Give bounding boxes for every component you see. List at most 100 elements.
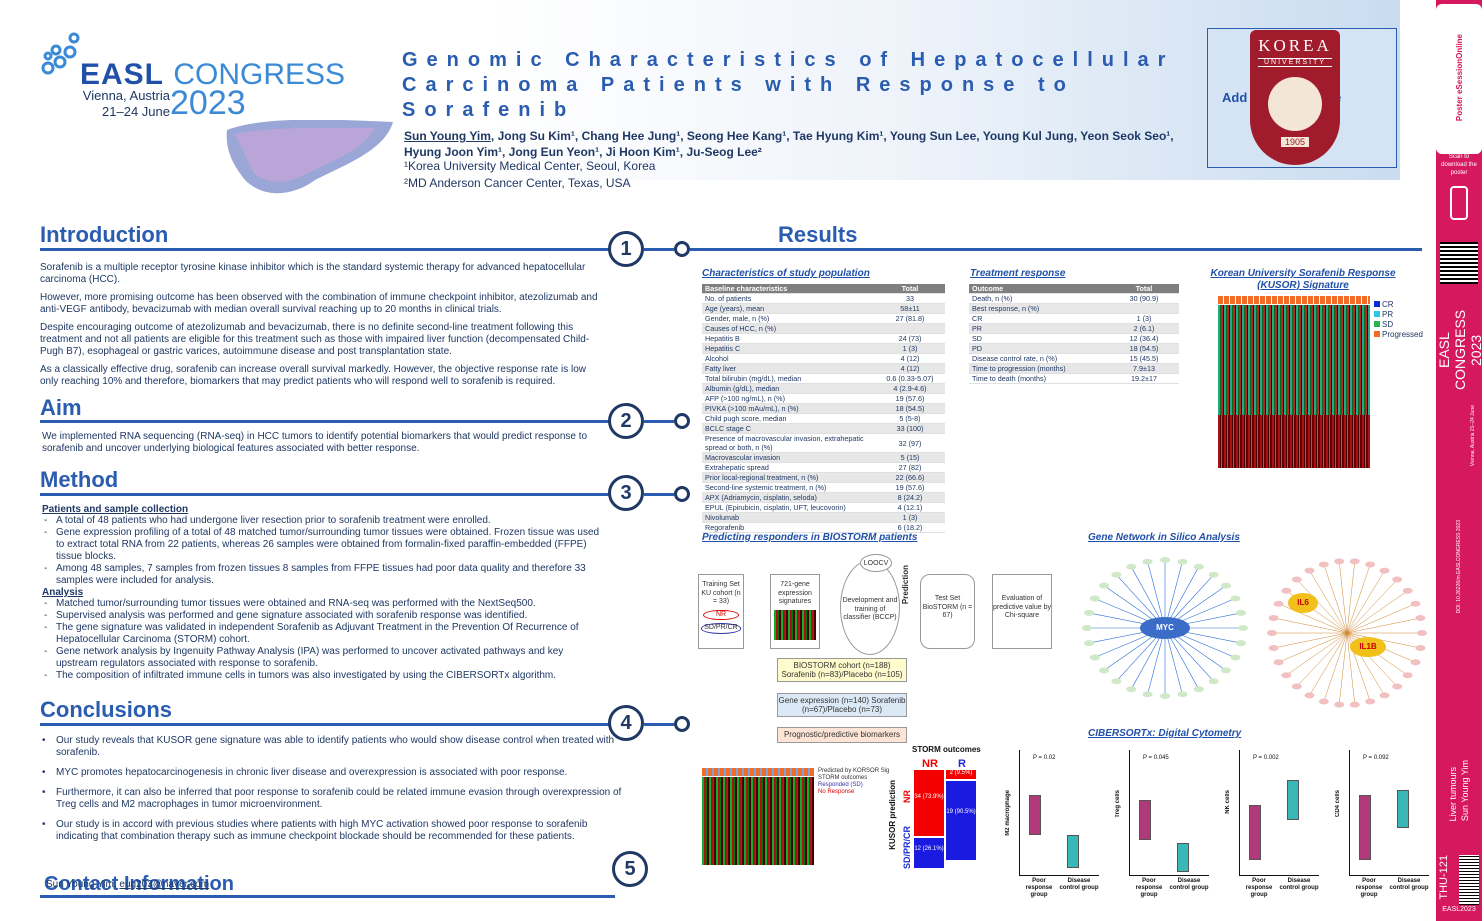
list-item: Supervised analysis was performed and ge…	[42, 610, 602, 622]
legend-item: Progressed	[1374, 330, 1423, 340]
list-item: The composition of infiltrated immune ce…	[42, 670, 602, 682]
biostorm-box: BIOSTORM cohort (n=188) Sorafenib (n=83)…	[777, 658, 907, 682]
table-row: Disease control rate, n (%)15 (45.5)	[969, 353, 1179, 364]
box-control	[1177, 843, 1189, 872]
affiliation-2: ²MD Anderson Cancer Center, Texas, USA	[404, 176, 631, 190]
method-subheading-patients: Patients and sample collection	[42, 504, 189, 515]
poster-esession-logo: Poster eSessionOnline	[1436, 4, 1482, 154]
tiger-icon	[1268, 77, 1322, 131]
easl-hexagon-icon	[40, 32, 80, 77]
classifier-box: Development and training of classifier (…	[840, 560, 900, 655]
method-subheading-analysis: Analysis	[42, 587, 84, 598]
method-heading: Method	[40, 467, 119, 492]
mosaic-cell: 2 (9.5%)	[946, 770, 976, 779]
table-row: PIVKA (>100 mAu/mL), n (%)18 (54.5)	[702, 403, 945, 414]
list-item: MYC promotes hepatocarcinogenesis in chr…	[40, 767, 630, 779]
table-row: Second-line systemic treatment, n (%)19 …	[702, 482, 945, 493]
evaluation-box: Evaluation of predictive value by Chi-sq…	[992, 574, 1052, 649]
conclusions-list: Our study reveals that KUSOR gene signat…	[40, 735, 630, 851]
phone-icon	[1436, 186, 1482, 236]
connector-ring	[674, 241, 690, 257]
list-item: Gene network analysis by Ingenuity Pathw…	[42, 646, 602, 670]
aim-heading: Aim	[40, 395, 82, 420]
cibersort-title: CIBERSORTx: Digital Cytometry	[1088, 728, 1242, 739]
box-control	[1397, 790, 1409, 828]
sidebar-topic: Liver tumours Sun Young Yim	[1448, 760, 1470, 822]
mosaic-row-nr: NR	[902, 790, 912, 803]
method-body: Patients and sample collection A total o…	[42, 504, 602, 682]
mosaic-cell: 34 (73.9%)	[914, 770, 944, 836]
scan-text: Scan to download the poster	[1441, 154, 1477, 176]
mosaic-col-r: R	[958, 758, 966, 770]
contact-info: Sun Young Yim, eug203@naver.com	[46, 879, 210, 890]
box-poor	[1359, 795, 1371, 860]
table-row: Presence of macrovascular invasion, extr…	[702, 433, 945, 453]
list-item: Our study reveals that KUSOR gene signat…	[40, 735, 630, 759]
predict-title: Predicting responders in BIOSTORM patien…	[702, 532, 918, 543]
list-item: A total of 48 patients who had undergone…	[42, 515, 602, 527]
connector-ring	[674, 716, 690, 732]
conclusions-heading: Conclusions	[40, 697, 173, 722]
table-row: EPUL (Epirubicin, cisplatin, UFT, leucov…	[702, 502, 945, 513]
gene-signature-box: 721-gene expression signatures	[770, 574, 820, 649]
sidebar-code: THU-121	[1438, 855, 1450, 900]
table-row: AFP (>100 ng/mL), n (%)19 (57.6)	[702, 393, 945, 404]
qr-code[interactable]	[1440, 242, 1478, 284]
author-list: Sun Young Yim, Jong Su Kim¹, Chang Hee J…	[404, 129, 1174, 159]
table-row: Time to death (months)19.2±17	[969, 373, 1179, 384]
poster-title: Genomic Characteristics of Hepatocellula…	[402, 49, 1175, 121]
box-ylabel: M2 macrophage	[1005, 790, 1011, 836]
email-link[interactable]: eug203@naver.com	[119, 879, 210, 890]
patients-list: A total of 48 patients who had undergone…	[42, 515, 602, 587]
list-item: Matched tumor/surrounding tumor tissues …	[42, 598, 602, 610]
introduction-heading: Introduction	[40, 222, 169, 247]
analysis-list: Matched tumor/surrounding tumor tissues …	[42, 598, 602, 682]
mosaic-col-nr: NR	[922, 758, 938, 770]
table-row: Best response, n (%)	[969, 303, 1179, 314]
network-hub-myc: MYC	[1140, 617, 1190, 639]
results-heading: Results	[778, 222, 858, 247]
mosaic-ylabel: KUSOR prediction	[888, 780, 897, 850]
biomarkers-box: Prognostic/predictive biomarkers	[777, 727, 907, 743]
mosaic-cell: 19 (90.5%)	[946, 781, 976, 860]
box-control	[1287, 780, 1299, 820]
box-poor	[1139, 800, 1151, 840]
sidebar-congress: EASL CONGRESS 2023	[1436, 309, 1484, 391]
network-title: Gene Network in Silico Analysis	[1088, 532, 1240, 543]
storm-heatmap	[702, 777, 814, 865]
legend-item: SD	[1374, 320, 1423, 330]
box-ylabel: CD4 cells	[1335, 790, 1341, 818]
p-value: P = 0.092	[1363, 755, 1389, 761]
easl-logo: EASL CONGRESS	[80, 58, 346, 91]
section-number-1: 1	[608, 231, 644, 267]
list-item: Among 48 samples, 7 samples from frozen …	[42, 563, 602, 587]
box-ylabel: NK cells	[1225, 790, 1231, 814]
intro-rule	[40, 248, 610, 251]
box-control	[1067, 835, 1079, 868]
affiliation-1: ¹Korea University Medical Center, Seoul,…	[404, 159, 656, 173]
list-item: Our study is in accord with previous stu…	[40, 819, 630, 843]
congress-year: 2023	[170, 84, 246, 122]
table2-title: Treatment response	[970, 268, 1066, 279]
list-item: The gene signature was validated in inde…	[42, 622, 602, 646]
section-number-3: 3	[608, 475, 644, 511]
list-item: Furthermore, it can also be inferred tha…	[40, 787, 630, 811]
